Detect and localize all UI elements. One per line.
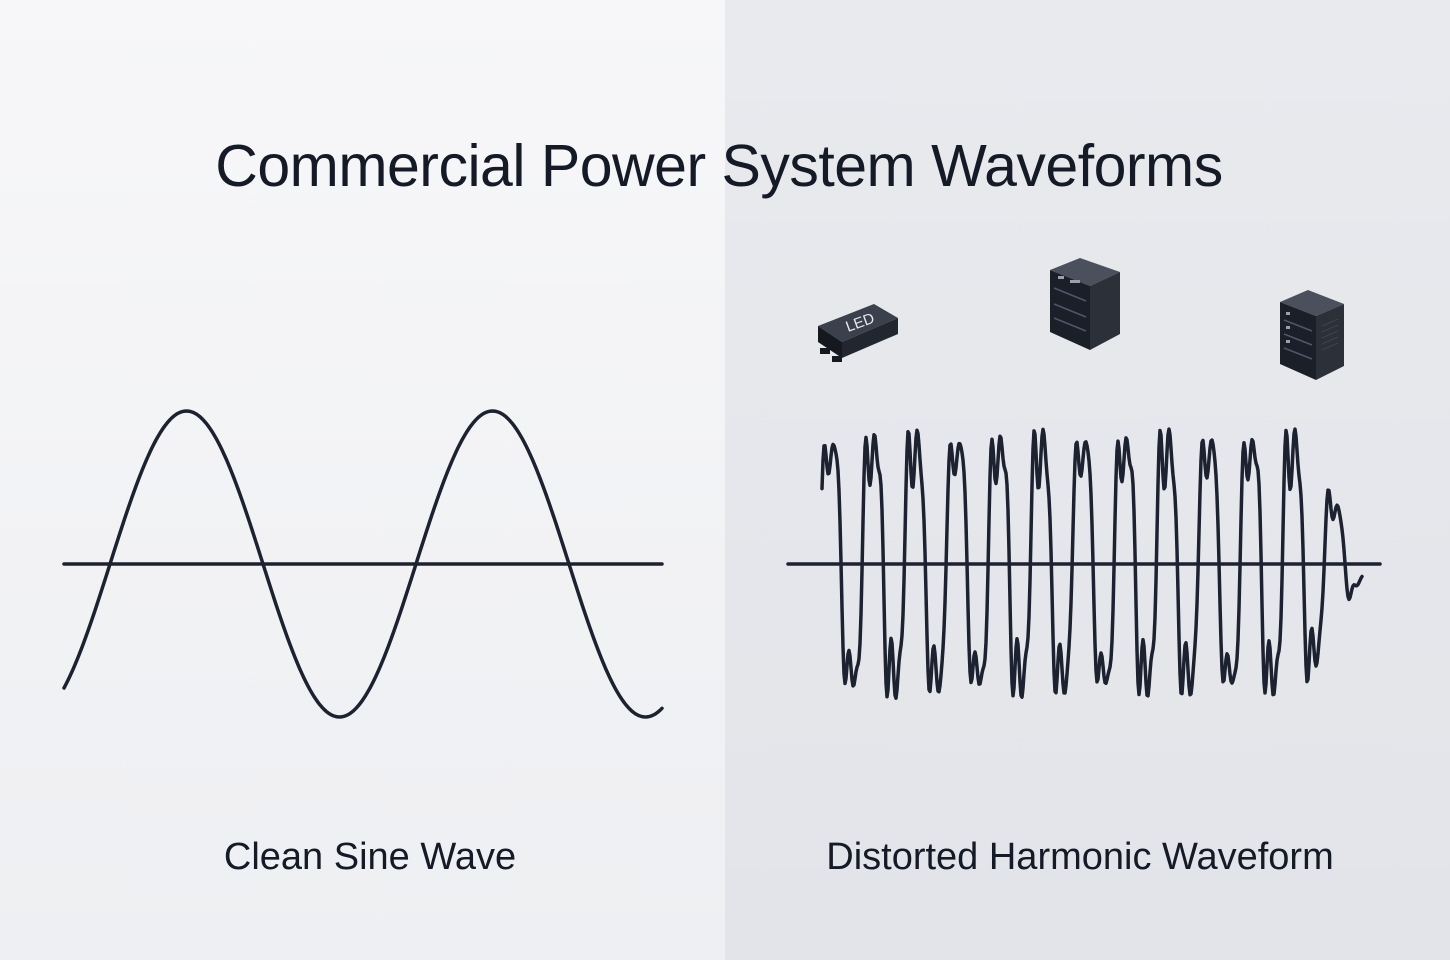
led-driver-icon: LED	[818, 304, 898, 362]
server-tower-icon	[1280, 290, 1344, 380]
server-rack-icon	[1050, 258, 1120, 350]
distorted-harmonic-wave-curve	[820, 427, 1364, 700]
clean-sine-wave-curve	[62, 409, 664, 719]
clean-sine-wave-caption: Clean Sine Wave	[223, 836, 517, 878]
distorted-waveform-caption: Distorted Harmonic Waveform	[826, 836, 1334, 878]
clean-wave-panel	[0, 0, 725, 960]
distorted-wave-panel	[725, 0, 1450, 960]
page-title: Commercial Power System Waveforms	[215, 133, 1223, 199]
